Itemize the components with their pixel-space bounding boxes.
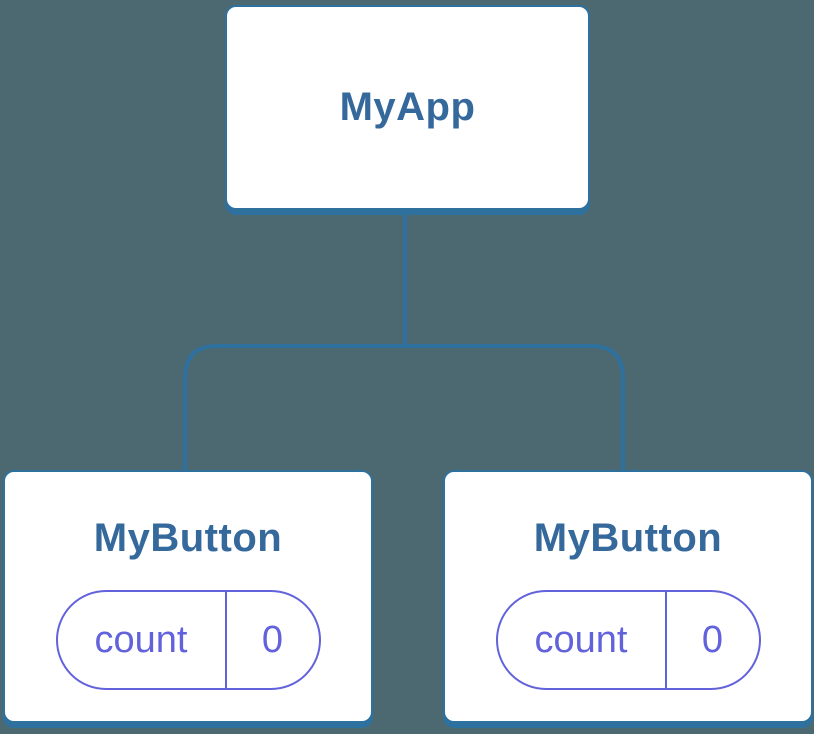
node-mybutton-left-label: MyButton: [93, 516, 283, 560]
node-mybutton-left: MyButton count 0: [3, 470, 373, 723]
node-myapp-label: MyApp: [339, 85, 476, 129]
state-pill: count 0: [55, 590, 321, 690]
node-mybutton-right-label: MyButton: [533, 516, 723, 560]
state-key: count: [58, 592, 227, 688]
connector-branch: [183, 344, 625, 472]
state-pill: count 0: [495, 590, 761, 690]
node-myapp: MyApp: [225, 5, 590, 210]
node-mybutton-right: MyButton count 0: [443, 470, 813, 723]
state-value: 0: [701, 618, 724, 661]
state-value: 0: [261, 618, 284, 661]
state-key: count: [498, 592, 667, 688]
